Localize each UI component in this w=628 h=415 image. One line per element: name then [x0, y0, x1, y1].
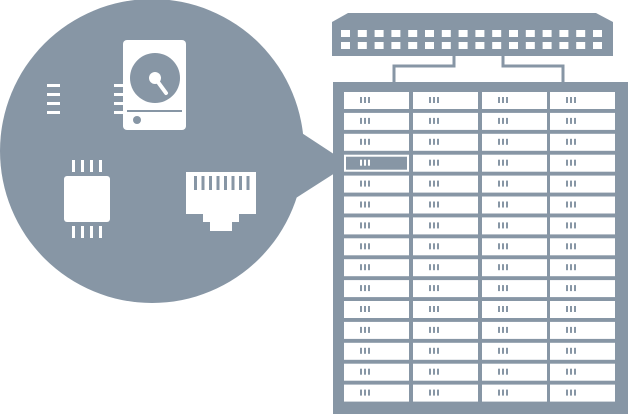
rack-slot	[550, 259, 615, 277]
rack-slot	[550, 280, 615, 298]
rack-slot	[482, 175, 547, 193]
rack-slot	[413, 280, 478, 298]
server-rack	[333, 82, 628, 414]
rack-slot	[550, 301, 615, 318]
rack-slot	[413, 342, 478, 360]
rack-slot-grid	[344, 92, 615, 402]
rack-slot	[550, 342, 615, 360]
switch-port-grid	[341, 30, 602, 49]
rack-slot	[344, 321, 409, 339]
rack-slot	[550, 217, 615, 235]
rack-slot	[482, 301, 547, 318]
rack-slot	[550, 112, 615, 130]
rack-slot	[413, 321, 478, 339]
rack-slot	[482, 259, 547, 277]
rack-slot	[550, 154, 615, 172]
rack-slot	[482, 92, 547, 109]
rack-slot	[344, 92, 409, 109]
rack-slot	[482, 196, 547, 214]
rack-slot	[482, 280, 547, 298]
rack-slot	[344, 384, 409, 402]
rack-slot	[482, 238, 547, 256]
rack-slot-highlighted	[344, 154, 409, 172]
rack-slot	[413, 133, 478, 151]
hard-drive-icon	[123, 40, 186, 130]
rack-slot	[550, 133, 615, 151]
rack-slot	[413, 112, 478, 130]
cpu-chip-icon	[47, 84, 127, 238]
rack-slot	[482, 384, 547, 402]
switch-body	[332, 22, 613, 56]
rack-slot	[344, 112, 409, 130]
rack-slot	[550, 92, 615, 109]
rack-slot	[413, 154, 478, 172]
rack-slot	[413, 384, 478, 402]
rack-slot	[482, 154, 547, 172]
callout-pointer	[285, 122, 349, 205]
switch-top	[332, 13, 613, 22]
rack-slot	[344, 301, 409, 318]
rack-slot	[344, 196, 409, 214]
rack-slot	[482, 112, 547, 130]
rack-slot	[413, 175, 478, 193]
rack-slot	[344, 217, 409, 235]
rack-slot	[482, 133, 547, 151]
rack-slot	[344, 238, 409, 256]
rack-slot	[413, 217, 478, 235]
rack-slot	[482, 363, 547, 381]
network-port-icon	[186, 172, 256, 231]
rack-slot	[344, 342, 409, 360]
network-switch	[332, 13, 613, 82]
rack-slot	[413, 363, 478, 381]
rack-slot	[413, 92, 478, 109]
rack-slot	[482, 217, 547, 235]
rack-slot	[550, 321, 615, 339]
rack-slot	[550, 175, 615, 193]
rack-slot	[413, 238, 478, 256]
rack-slot	[344, 363, 409, 381]
rack-slot	[413, 259, 478, 277]
rack-slot	[482, 342, 547, 360]
rack-slot	[344, 175, 409, 193]
switch-uplinks	[392, 56, 565, 82]
rack-slot	[413, 301, 478, 318]
rack-slot	[550, 384, 615, 402]
rack-slot	[344, 133, 409, 151]
rack-slot	[344, 280, 409, 298]
rack-slot	[550, 363, 615, 381]
rack-slot	[344, 259, 409, 277]
rack-slot	[550, 196, 615, 214]
rack-slot	[482, 321, 547, 339]
rack-slot	[413, 196, 478, 214]
rack-slot	[550, 238, 615, 256]
